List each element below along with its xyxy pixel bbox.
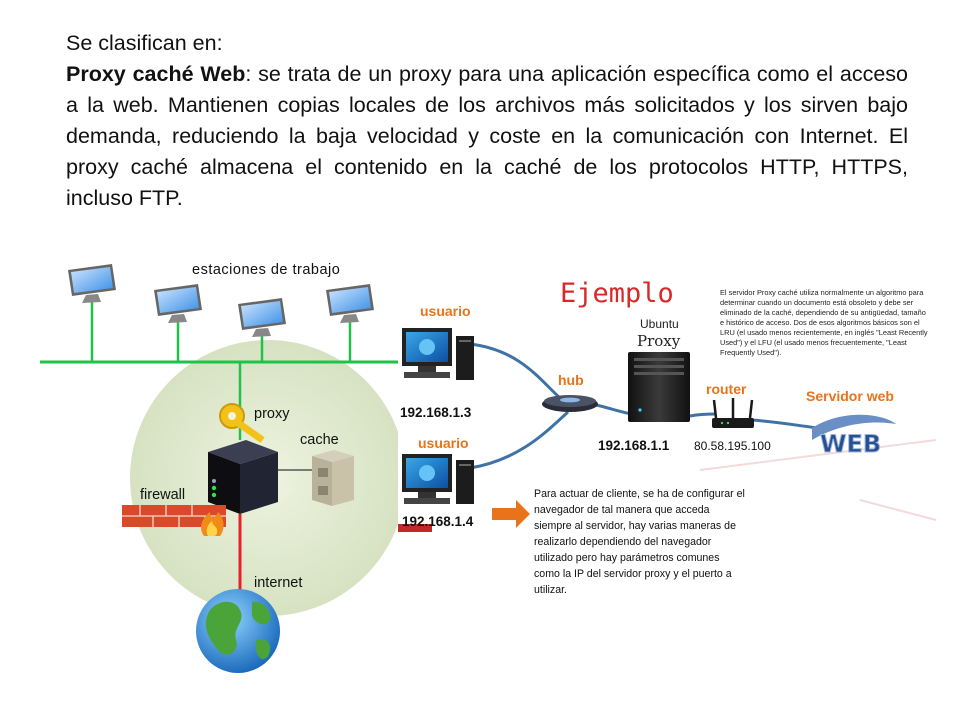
note-top-line: eliminado de la caché, dependiendo de su… [720, 308, 926, 317]
example-title: Ejemplo [560, 278, 674, 309]
proxy-label: proxy [254, 406, 290, 422]
note-bottom-line: como la IP del servidor proxy y el puert… [534, 568, 732, 580]
router-label: router [706, 381, 747, 397]
workstation-monitor-icon [238, 298, 286, 337]
left-network-diagram: estaciones de trabajo proxy cache fire [40, 262, 406, 673]
note-top-line: Used") y el LFU (el usado menos frecuent… [720, 338, 907, 347]
algorithm-note: El servidor Proxy caché utiliza normalme… [720, 288, 928, 357]
term-bold: Proxy caché Web [66, 62, 246, 86]
note-top-line: LRU (el usado menos recientemente, en in… [720, 328, 928, 337]
file-cabinet-icon [312, 450, 354, 506]
note-bottom-line: utilizar. [534, 584, 567, 596]
internet-label: internet [254, 575, 302, 591]
text-block: Se clasifican en: Proxy caché Web: se tr… [66, 28, 908, 214]
user1-ip: 192.168.1.3 [400, 405, 472, 420]
fire-icon [201, 512, 224, 536]
cable-user1-hub [469, 342, 562, 400]
workstations-label: estaciones de trabajo [192, 262, 340, 278]
note-top-line: El servidor Proxy caché utiliza normalme… [720, 288, 924, 297]
note-bottom-line: realizarlo dependiendo del navegador [534, 536, 712, 548]
workstation-monitor-icon [68, 264, 116, 303]
server-tower-icon [628, 352, 690, 422]
note-bottom-line: Para actuar de cliente, se ha de configu… [534, 488, 745, 500]
key-icon [219, 403, 265, 443]
firewall-label: firewall [140, 487, 185, 503]
description-text: : se trata de un proxy para una aplicaci… [66, 62, 908, 210]
router-ip: 80.58.195.100 [694, 439, 771, 453]
note-top-line: Frequently Used"). [720, 348, 781, 357]
proxy-os-label: Ubuntu [640, 317, 679, 331]
client-config-note: Para actuar de cliente, se ha de configu… [534, 488, 745, 596]
note-bottom-line: navegador de tal manera que acceda [534, 504, 710, 516]
proxy-ip: 192.168.1.1 [598, 438, 670, 453]
note-top-line: determinar cuando un documento está obso… [720, 298, 914, 307]
example-panel [398, 274, 936, 604]
server-label: Servidor web [806, 388, 894, 404]
hub-icon [542, 395, 598, 412]
user2-ip: 192.168.1.4 [402, 514, 474, 529]
web-logo-text: WEB [820, 430, 881, 458]
description-paragraph: Proxy caché Web: se trata de un proxy pa… [66, 59, 908, 214]
user2-label: usuario [418, 435, 469, 451]
cache-label: cache [300, 432, 339, 448]
workstation-monitor-icon [326, 284, 374, 323]
workstation-monitor-icon [154, 284, 202, 323]
cable-router-server [751, 418, 819, 430]
globe-icon [196, 589, 280, 673]
server-icon [208, 440, 278, 514]
web-logo-icon: WEB [812, 414, 896, 459]
background-decoration [699, 439, 937, 471]
desktop-computer-icon [402, 454, 474, 504]
proxy-name-label: Proxy [637, 332, 681, 350]
arrow-icon [492, 500, 530, 528]
example-diagram: Ejemplo usuario 192.168.1.3 usuario [398, 274, 937, 604]
intro-line: Se clasifican en: [66, 31, 223, 55]
cable-user2-hub [469, 410, 570, 470]
desktop-computer-icon [402, 328, 474, 380]
cable-proxy-router [689, 412, 717, 418]
note-bottom-line: siempre al servidor, hay varias maneras … [534, 520, 736, 532]
background-decoration [859, 499, 937, 521]
background-decoration [398, 524, 432, 532]
note-bottom-line: utilizado pero hay parámetros comunes [534, 552, 720, 564]
note-top-line: e histórico de acceso. Dos de esos algor… [720, 318, 920, 327]
hub-label: hub [558, 372, 584, 388]
user1-label: usuario [420, 303, 471, 319]
router-icon [712, 398, 754, 428]
